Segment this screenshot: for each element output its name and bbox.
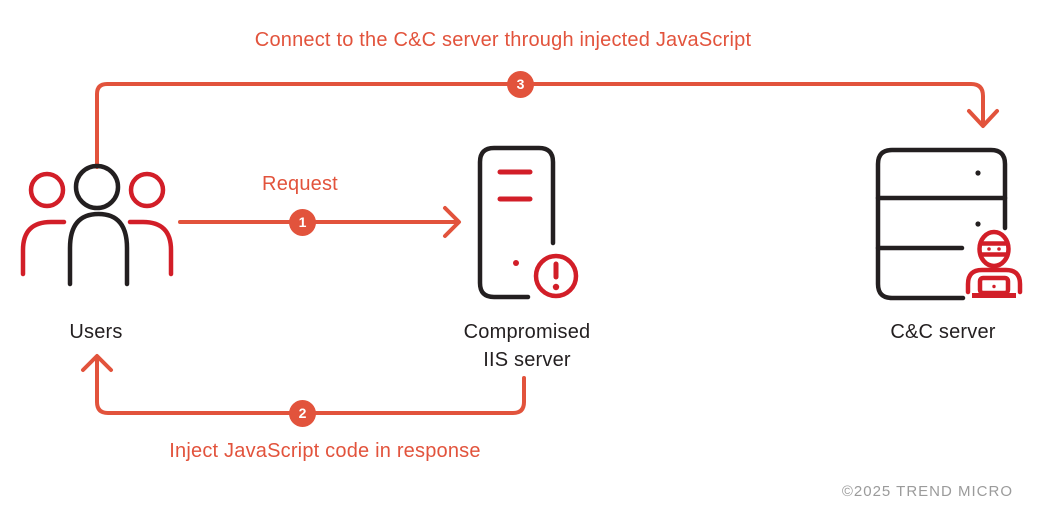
hacker-eye-left xyxy=(987,247,991,251)
iis-tower-outline xyxy=(477,145,556,300)
step-badge-1: 1 xyxy=(289,209,316,236)
arrow-3-head-down-icon xyxy=(967,109,999,128)
copyright-text: ©2025 TREND MICRO xyxy=(841,483,1013,500)
user-right-head xyxy=(128,171,166,209)
user-left-head xyxy=(28,171,66,209)
hacker-eye-right xyxy=(997,247,1001,251)
alert-icon xyxy=(533,253,579,299)
flow-3-label: Connect to the C&C server through inject… xyxy=(254,29,752,51)
flow-1-label: Request xyxy=(262,173,338,195)
cnc-rack-outline xyxy=(875,147,1008,301)
user-left-body xyxy=(20,219,67,277)
flow-2-label: Inject JavaScript code in response xyxy=(169,440,481,462)
user-center-body xyxy=(67,211,130,287)
user-right-body xyxy=(127,219,174,277)
iis-server-label: Compromised IIS server xyxy=(463,321,591,371)
cnc-rack-dot-1 xyxy=(975,170,981,176)
cnc-server-icon xyxy=(875,147,1023,301)
hacker-head xyxy=(977,229,1011,269)
user-center-head xyxy=(73,163,121,211)
alert-exclamation-dot xyxy=(552,283,560,291)
users-icon xyxy=(20,163,174,287)
step-badge-2: 2 xyxy=(289,400,316,427)
arrow-1-head-right-icon xyxy=(443,206,461,238)
alert-circle xyxy=(533,253,579,299)
iis-server-icon xyxy=(477,145,579,300)
step-badge-3: 3 xyxy=(507,71,534,98)
arrow-3-line xyxy=(95,82,985,169)
iis-power-dot xyxy=(513,260,519,266)
cnc-server-label: C&C server xyxy=(890,321,996,343)
cnc-rack-dot-2 xyxy=(975,221,981,227)
hacker-laptop-dot xyxy=(992,284,996,289)
hacker-icon xyxy=(965,229,1023,298)
users-label: Users xyxy=(69,321,123,343)
hacker-shoulders xyxy=(965,267,1023,295)
arrow-2-head-up-icon xyxy=(81,354,113,372)
